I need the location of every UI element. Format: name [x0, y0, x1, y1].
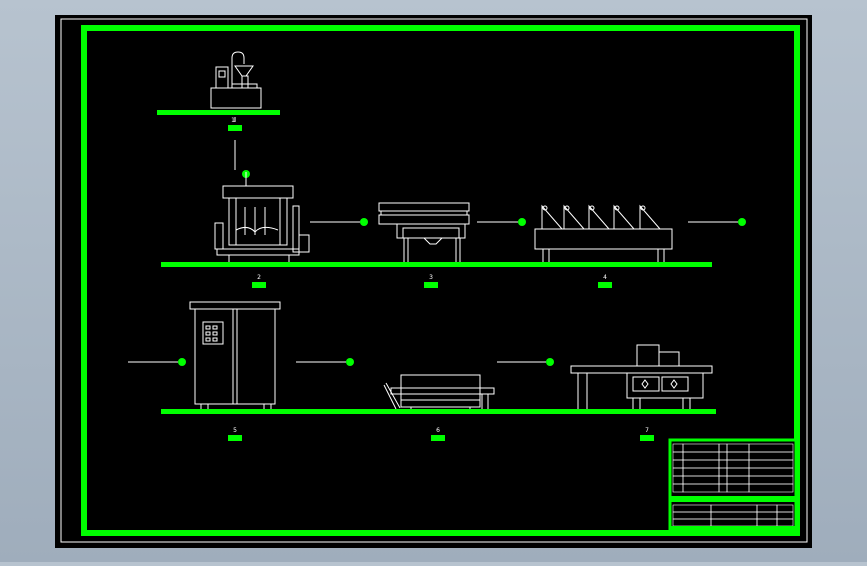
packaging-table-machine-icon: [570, 344, 713, 410]
conveyor-oven-icon: [383, 374, 495, 410]
station-label-6: 6: [436, 427, 440, 434]
station-label-7: 7: [645, 427, 649, 434]
shelf-top: [157, 110, 280, 115]
station-tag-7-box: [640, 435, 654, 441]
station-label-3: 3: [429, 274, 433, 281]
press-table-machine-icon: [378, 202, 470, 262]
baseline-row-1: [161, 262, 712, 267]
roller-conveyor-machine-icon: [534, 204, 673, 262]
flow-node-4: [178, 358, 186, 366]
station-label-1: 1: [231, 117, 235, 124]
flow-node-3: [738, 218, 746, 226]
mixing-tank-machine-icon: [214, 172, 310, 262]
flow-node-1: [360, 218, 368, 226]
small-mixer-with-faucet-icon: [210, 51, 262, 109]
station-label-2: 2: [257, 274, 261, 281]
parts-table-cell: [748, 483, 794, 493]
title-block: [668, 438, 798, 534]
proofing-cabinet-icon: [189, 301, 281, 410]
outer-sheet-border: [60, 18, 808, 543]
inner-frame-border: [81, 25, 800, 536]
station-tag-3-box: [424, 282, 438, 288]
station-label-5: 5: [233, 427, 237, 434]
station-tag-1-box: [228, 125, 242, 131]
station-tag-2-box: [252, 282, 266, 288]
flow-node-6: [546, 358, 554, 366]
flow-node-2: [518, 218, 526, 226]
station-tag-4-box: [598, 282, 612, 288]
baseline-row-2: [161, 409, 716, 414]
title-header-table: [672, 504, 794, 527]
parts-table: [672, 443, 794, 493]
flow-node-5: [346, 358, 354, 366]
station-tag-5-box: [228, 435, 242, 441]
station-tag-6-box: [431, 435, 445, 441]
station-label-4: 4: [603, 274, 607, 281]
